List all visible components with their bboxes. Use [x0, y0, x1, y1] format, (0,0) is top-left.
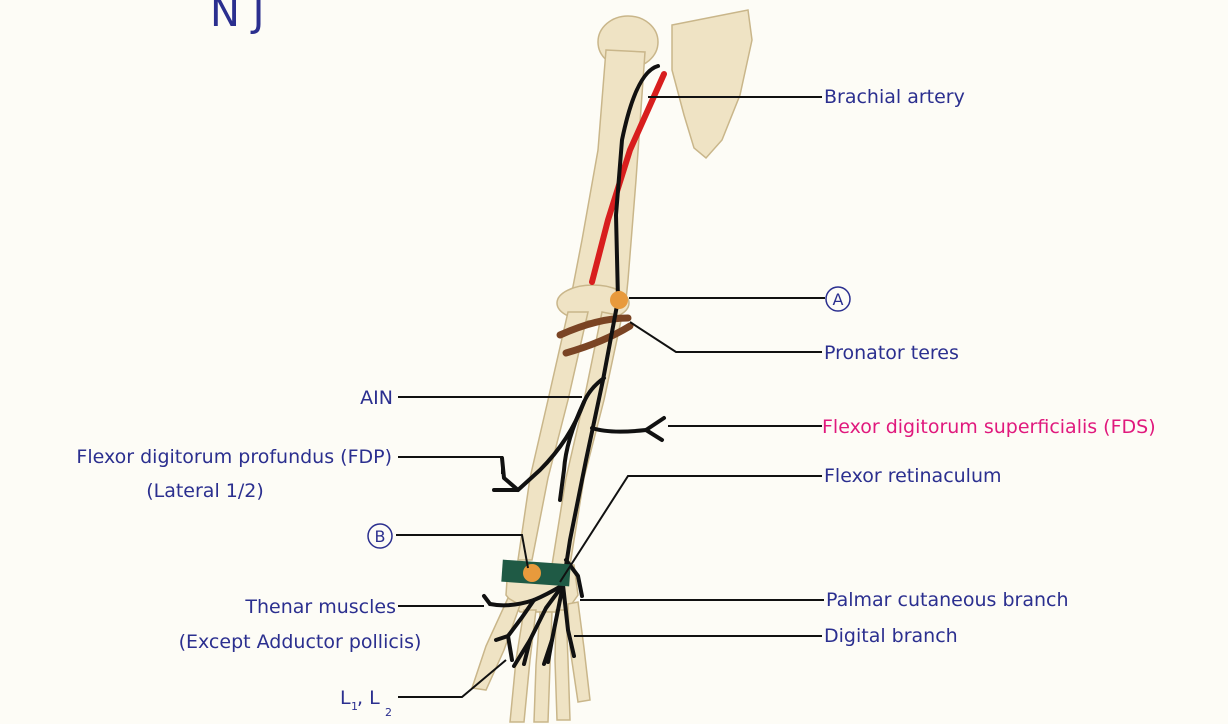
label-brachial-artery: Brachial artery [824, 86, 965, 108]
point-a-marker [610, 291, 628, 309]
scapula [672, 10, 752, 158]
label-thenar-sub: (Except Adductor pollicis) [179, 631, 422, 653]
label-thenar: Thenar muscles [244, 596, 396, 618]
page-title-fragment: N J [210, 0, 264, 36]
point-b-marker [523, 564, 541, 582]
label-ain: AIN [360, 387, 393, 409]
thumb-bones [472, 598, 520, 690]
label-palmar-cutaneous: Palmar cutaneous branch [826, 589, 1069, 611]
label-lumbricals-l1: L [340, 687, 351, 709]
label-pronator-teres: Pronator teres [824, 342, 959, 364]
label-digital-branch: Digital branch [824, 625, 958, 647]
leader-flexor-retinaculum [560, 476, 822, 582]
humerus [570, 50, 645, 302]
label-point-b: B [375, 527, 386, 546]
leader-fdp [398, 457, 502, 474]
label-point-a: A [833, 290, 844, 309]
fds-branch [592, 418, 664, 432]
label-fds: Flexor digitorum superficialis (FDS) [822, 416, 1156, 438]
label-fdp: Flexor digitorum profundus (FDP) [76, 446, 392, 468]
leader-pronator-teres [630, 322, 822, 352]
label-lumbricals: L 1 , L 2 [340, 687, 392, 719]
label-flexor-retinaculum: Flexor retinaculum [824, 465, 1002, 487]
arm-skeleton [472, 10, 752, 722]
label-fdp-sub: (Lateral 1/2) [146, 480, 264, 502]
label-lumbricals-l2: , L [357, 687, 380, 709]
label-lumbricals-sub2: 2 [385, 706, 392, 719]
